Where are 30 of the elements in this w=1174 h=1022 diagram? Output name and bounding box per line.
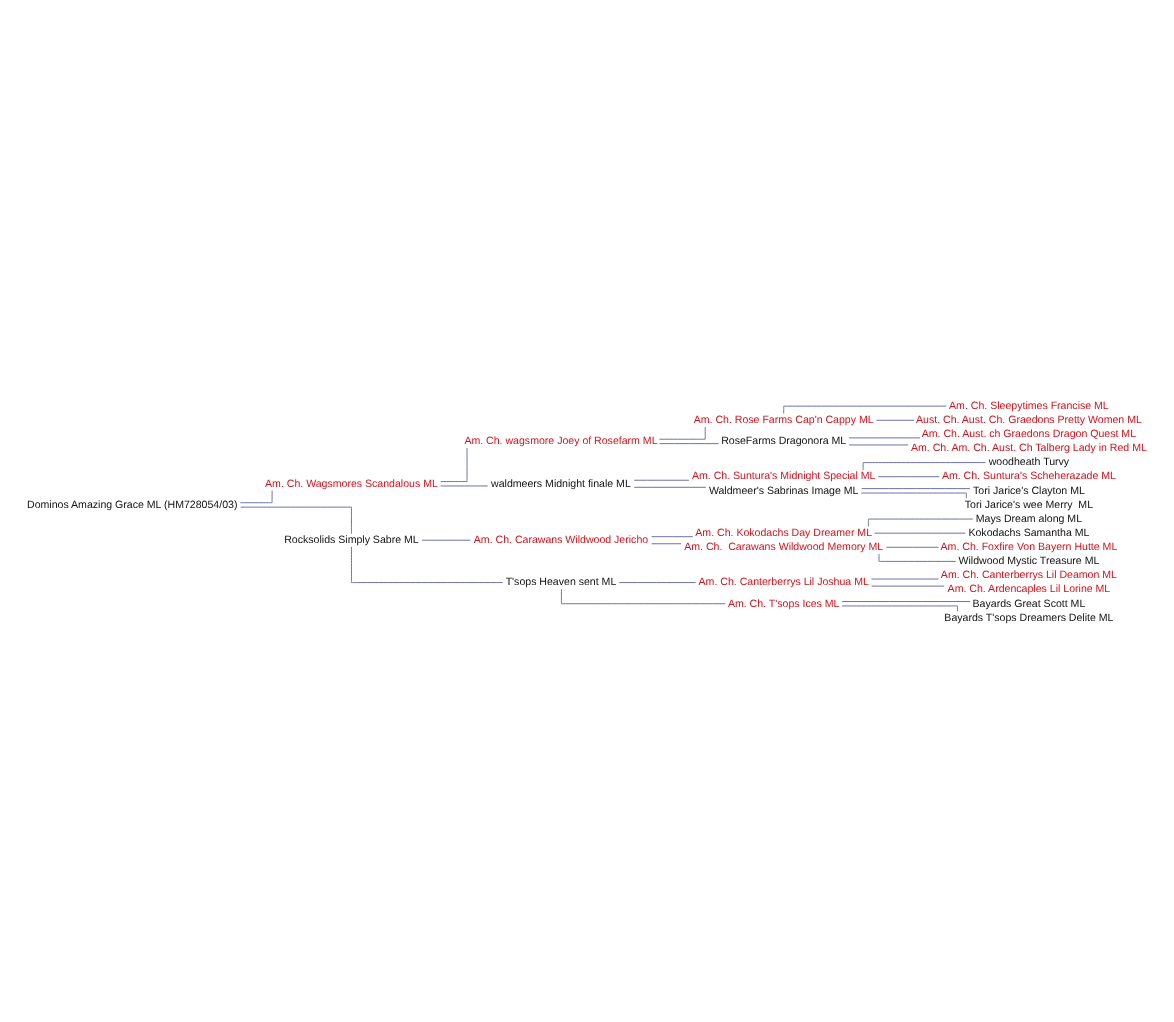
- connector: [659, 442, 719, 444]
- connector: [560, 587, 726, 604]
- connector: [633, 478, 690, 480]
- connector: [659, 425, 706, 439]
- connector: [877, 475, 940, 477]
- connector: [848, 443, 909, 445]
- connector: [862, 461, 986, 470]
- connector: [651, 535, 694, 537]
- connector: [239, 489, 273, 503]
- connector: [876, 418, 915, 420]
- connector: [841, 604, 958, 611]
- connector: [440, 446, 468, 481]
- connector: [633, 485, 707, 487]
- connector: [240, 505, 352, 533]
- connector: [871, 584, 945, 586]
- connector: [848, 436, 921, 438]
- connector: [841, 600, 971, 601]
- connector: [860, 491, 967, 498]
- connector: [783, 404, 947, 413]
- connector: [651, 542, 682, 544]
- connector: [618, 581, 697, 582]
- connector: [861, 487, 971, 489]
- connector: [351, 545, 504, 582]
- connector: [885, 545, 939, 547]
- connector: [871, 577, 939, 579]
- connector: [421, 538, 471, 540]
- connector: [867, 517, 974, 526]
- connector: [874, 531, 966, 533]
- connector: [878, 552, 957, 561]
- connector: [440, 484, 489, 486]
